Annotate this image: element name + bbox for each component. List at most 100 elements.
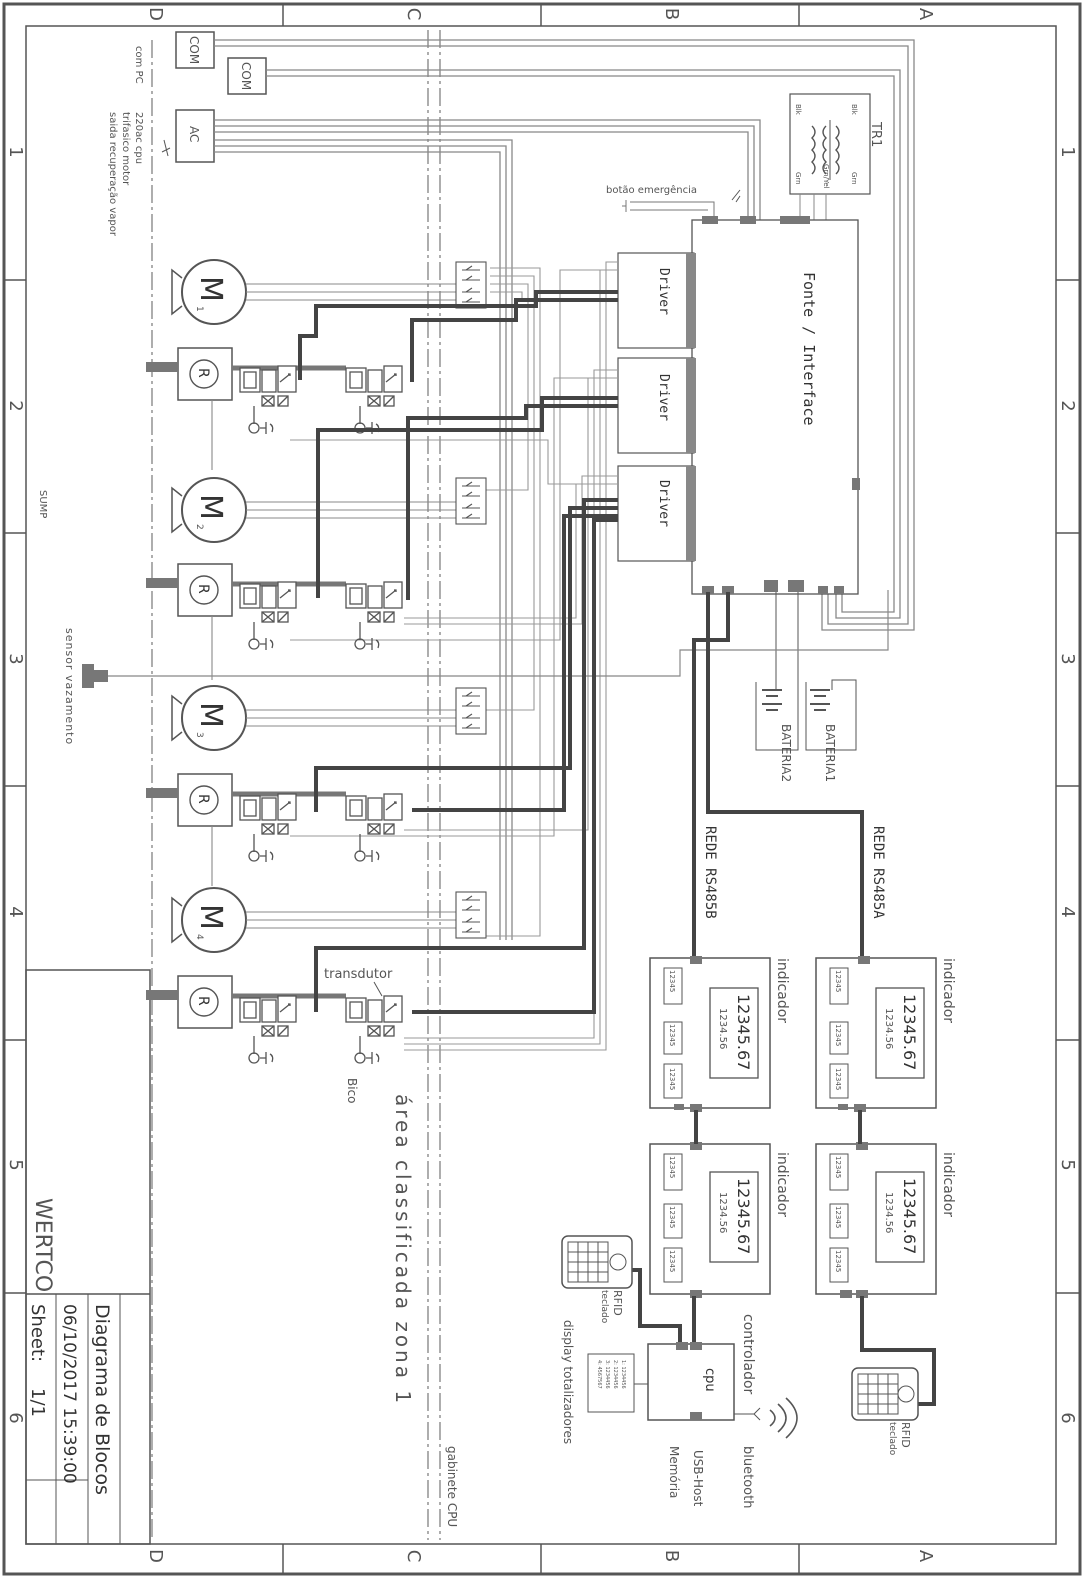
svg-text:12345: 12345 [834,1068,842,1090]
cabinet-label: gabinete CPU [445,1446,459,1527]
svg-text:12345: 12345 [668,970,676,992]
title-block: WERTCO Diagrama de Blocos 06/10/2017 15:… [25,969,151,1545]
tr1-pin-3: Grn [794,172,802,185]
frame-number-right-5: 5 [1057,1159,1078,1170]
svg-text:R: R [195,584,211,594]
frame-letter-bottom-c: C [403,1550,424,1563]
controller-label: controlador [740,1314,756,1395]
rs485a-label: REDE RS485A [870,826,886,919]
motor-4: M 4 [171,887,247,953]
tr1-label: TR1 [868,121,883,147]
svg-text:12345.67: 12345.67 [734,994,753,1070]
regulator-4: R [146,975,233,1029]
frame-number-right-4: 4 [1057,906,1078,917]
svg-text:M: M [193,276,228,302]
svg-text:12345: 12345 [668,1068,676,1090]
motor-1: M 1 [171,259,247,325]
fonte-interface-box: Fonte / Interface [691,216,860,595]
regulator-2: R [146,563,233,617]
svg-text:1234.56: 1234.56 [883,1192,894,1233]
svg-text:12345: 12345 [834,1250,842,1272]
memory-label: Memória [667,1446,681,1498]
controller-cpu: cpu controlador bluetooth USB-Host Memór… [647,1314,798,1508]
svg-text:indicador: indicador [940,1152,956,1217]
svg-text:RFID: RFID [899,1422,912,1448]
fonte-label: Fonte / Interface [800,272,818,426]
svg-text:Driver: Driver [656,374,671,421]
svg-text:M: M [193,494,228,520]
tr1-pin-4: Grn/Yel [822,164,830,189]
frame-number-left-3: 3 [5,653,26,664]
frame-number-left-2: 2 [5,400,26,411]
svg-text:indicador: indicador [774,1152,790,1217]
tr1-pin-5: Grn [850,172,858,185]
svg-text:Driver: Driver [656,480,671,527]
svg-text:Driver: Driver [656,268,671,315]
bluetooth-label: bluetooth [740,1446,755,1508]
svg-text:2: 2 [194,524,204,530]
frame-number-left-5: 5 [5,1159,26,1170]
frame-number-left-1: 1 [5,146,26,157]
com-box-1: COM [175,31,215,69]
power-note-3: saida recuperação vapor [107,112,118,237]
driver-3: Driver [617,465,696,562]
svg-text:1234.56: 1234.56 [717,1008,728,1049]
svg-text:12345: 12345 [834,1156,842,1178]
svg-text:teclado: teclado [599,1290,609,1324]
regulator-1: R [146,347,233,401]
indicator-a1: indicador 12345.67 1234.56 12345 12345 1… [815,956,956,1112]
motor-3: M 3 [171,685,247,751]
svg-text:12345: 12345 [668,1024,676,1046]
svg-text:AC: AC [187,126,201,142]
svg-text:1234.56: 1234.56 [717,1192,728,1233]
sheet-value: 1/1 [27,1388,48,1417]
svg-text:1: 1234456: 1: 1234456 [620,1360,626,1389]
indicator-b2: indicador 12345.67 1234.56 12345 12345 1… [649,1142,790,1298]
svg-text:RFID: RFID [611,1290,624,1316]
svg-text:12345.67: 12345.67 [900,1178,919,1254]
svg-text:teclado: teclado [887,1422,897,1456]
transformer-tr1: TR1 Blk Blk Grn Grn/Yel Grn [789,93,883,222]
svg-text:12345: 12345 [834,1024,842,1046]
rfid-keypad-2: RFID teclado [851,1367,919,1456]
svg-text:BATERIA2: BATERIA2 [779,724,793,782]
rfid-keypad-1: RFID teclado [561,1235,633,1324]
svg-text:cpu: cpu [702,1368,717,1392]
svg-text:12345: 12345 [834,1206,842,1228]
svg-text:3: 1234456: 3: 1234456 [604,1360,610,1389]
svg-text:indicador: indicador [774,958,790,1023]
regulator-3: R [146,773,233,827]
frame-letter-bottom-b: B [661,1550,682,1562]
frame-number-right-1: 1 [1057,146,1078,157]
classified-area-label: área classificada zona 1 [391,1094,415,1406]
svg-text:botão emergência: botão emergência [606,184,697,196]
tr1-pin-2: Blk [850,104,858,116]
motor-2: M 2 [171,477,247,543]
indicator-a2: indicador 12345.67 1234.56 12345 12345 1… [815,1142,956,1298]
frame-letter-top-d: D [145,7,166,21]
svg-text:1234.56: 1234.56 [883,1008,894,1049]
com-pc-label: com PC [133,46,144,84]
usb-label: USB-Host [691,1450,705,1507]
frame-letter-top-c: C [403,8,424,21]
power-note-2: trifasico motor [120,112,131,186]
sensor-label: sensor vazamento [63,628,76,745]
power-note-1: 220ac cpu [133,112,144,164]
frame-letter-bottom-d: D [145,1549,166,1563]
svg-text:12345: 12345 [668,1206,676,1228]
battery-2: BATERIA2 [755,682,799,782]
tr1-pin-1: Blk [794,104,802,116]
svg-text:12345.67: 12345.67 [734,1178,753,1254]
frame-letter-top-a: A [915,8,936,21]
frame-number-right-6: 6 [1057,1412,1078,1423]
svg-text:4: 4567567: 4: 4567567 [596,1360,602,1389]
svg-text:3: 3 [194,732,204,738]
driver-1: Driver [617,252,696,349]
diagram-title: Diagrama de Blocos [91,1304,113,1495]
svg-text:M: M [193,904,228,930]
frame-number-right-2: 2 [1057,400,1078,411]
svg-text:1: 1 [194,306,204,312]
nozzle-label: Bico [345,1078,359,1104]
frame-number-left-6: 6 [5,1412,26,1423]
